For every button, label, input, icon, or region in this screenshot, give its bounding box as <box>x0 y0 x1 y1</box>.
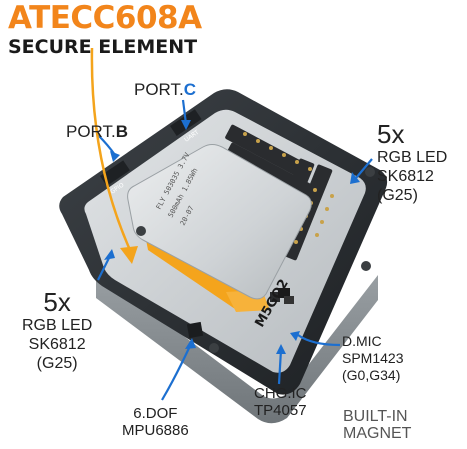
led-left <box>136 226 146 236</box>
title: ATECC608A <box>8 0 202 36</box>
pointer-dmic <box>297 334 341 347</box>
rgb-right-count: 5x <box>377 119 405 149</box>
chg-line2: TP4057 <box>254 402 307 419</box>
port-b-connector <box>99 160 130 186</box>
port-c-letter: C <box>183 80 197 99</box>
rgb-left-line1: RGB LED <box>22 317 93 334</box>
port-b-prefix: PORT. <box>66 122 116 141</box>
led-top-right <box>365 167 375 177</box>
mic-chip <box>270 292 280 302</box>
case-bottom <box>96 270 378 424</box>
imu-chip <box>186 321 204 339</box>
magnet-line2: MAGNET <box>343 425 412 442</box>
pointer-rgb-right <box>355 158 373 179</box>
rgb-left-line2: SK6812 <box>28 336 86 353</box>
label-port-c: PORT.C <box>134 80 196 99</box>
led-bottom <box>209 343 219 353</box>
dmic-line1: D.MIC <box>342 333 382 349</box>
label-dmic: D.MIC SPM1423 (G0,G34) <box>342 333 403 384</box>
chg-line1: CHG.IC <box>254 385 307 402</box>
port-b-letter: B <box>115 122 129 141</box>
label-port-b: PORT.B <box>66 122 128 141</box>
rgb-left-count: 5x <box>43 287 71 317</box>
port-c-prefix: PORT. <box>134 80 184 99</box>
subtitle: SECURE ELEMENT <box>8 36 198 58</box>
rgb-right-line1: RGB LED <box>377 149 448 166</box>
label-rgb-right: 5x RGB LED SK6812 (G25) <box>377 120 447 205</box>
pointer-dof <box>161 345 191 401</box>
pointer-chg <box>277 349 283 385</box>
label-chg: CHG.IC TP4057 <box>254 385 307 419</box>
led-right <box>361 261 371 271</box>
dof-line2: MPU6886 <box>122 422 189 439</box>
battery <box>127 144 312 300</box>
dmic-line2: SPM1423 <box>342 350 404 366</box>
rgb-right-line2: SK6812 <box>377 168 434 185</box>
label-dof: 6.DOF MPU6886 <box>122 405 189 439</box>
pointer-rgb-left <box>97 255 111 281</box>
label-magnet: BUILT-IN MAGNET <box>343 408 411 442</box>
label-rgb-left: 5x RGB LED SK6812 (G25) <box>22 288 92 373</box>
dof-line1: 6.DOF <box>133 405 178 422</box>
rgb-left-line3: (G25) <box>36 355 78 372</box>
magnet-line1: BUILT-IN <box>343 408 408 425</box>
dmic-line3: (G0,G34) <box>342 367 401 383</box>
rgb-right-line3: (G25) <box>377 187 418 204</box>
pointer-secure-element <box>90 47 132 251</box>
